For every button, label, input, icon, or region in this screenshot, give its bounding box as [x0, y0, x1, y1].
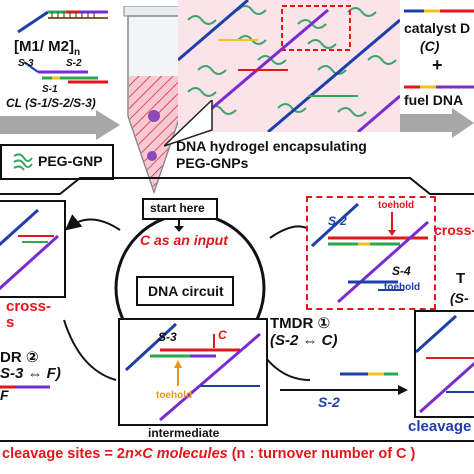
footer-equation-tail: (n : turnover number of C )	[227, 446, 416, 462]
footer-equation-red: n×C molecules	[124, 446, 228, 462]
monomers-label: [M1/ M2]n	[14, 38, 80, 58]
fuel-label: fuel DNA	[404, 92, 464, 108]
intermediate-s3-label: S-3	[158, 330, 177, 344]
catalyst-symbol: (C)	[420, 38, 440, 54]
cleavage-right-label: cleavage of	[408, 418, 474, 435]
intermediate-toehold-label: toehold	[156, 390, 193, 401]
s2-release-arrow	[280, 372, 408, 395]
dna-circuit-label: DNA circuit	[148, 283, 224, 299]
intermediate-label: intermediate	[148, 426, 220, 440]
fuel-strand-icon	[404, 85, 474, 89]
section-bracket	[0, 177, 474, 195]
right-panel-strands	[416, 314, 474, 414]
hydrogel-caption-line1: DNA hydrogel encapsulating	[176, 138, 367, 154]
s2-output-label: S-2	[318, 394, 340, 410]
start-arrow	[174, 218, 184, 232]
strand-s2-label: S-2	[66, 58, 82, 69]
strand-s1-label: S-1	[42, 84, 58, 95]
input-label: C as an input	[140, 232, 228, 248]
zoom-detail-strands	[310, 202, 429, 304]
intermediate-c-label: C	[218, 328, 227, 342]
f-output-strand	[0, 385, 50, 389]
strand-s3-label: S-3	[18, 58, 34, 69]
left-cross-label-2: s	[6, 314, 15, 331]
f-output-label: F	[0, 387, 9, 403]
intermediate-strands	[124, 322, 261, 422]
crosslinker-illustration	[23, 61, 108, 84]
zoom-s4-label: S-4	[392, 264, 411, 278]
left-state-panel	[0, 200, 66, 298]
zoom-callout	[164, 100, 213, 147]
zoom-toehold-bottom: toehold	[384, 282, 421, 293]
peg-gnp-box: PEG-GNP	[0, 144, 114, 180]
intermediate-panel: S-3 C toehold	[118, 318, 268, 426]
monomers-subscript: n	[74, 47, 81, 58]
peg-gnp-icon	[13, 153, 33, 171]
footer-equation: cleavage sites = 2n×C molecules (n : tur…	[2, 446, 415, 462]
dna-circuit-box: DNA circuit	[136, 276, 234, 306]
footer-equation-lead: cleavage sites = 2	[2, 446, 125, 462]
tmdr2-label: DR ②	[0, 349, 39, 366]
crosslinker-label: CL (S-1/S-2/S-3)	[6, 96, 96, 110]
catalyst-label: catalyst D	[404, 20, 471, 36]
start-here-label: start here	[150, 201, 205, 215]
process-arrow-right	[400, 108, 474, 138]
hydrogel-network-panel	[178, 0, 400, 132]
left-panel-strands	[0, 208, 60, 291]
monomers-text: [M1/ M2]	[14, 38, 74, 55]
plus-sign: +	[432, 55, 443, 75]
right-s-label: (S-	[450, 290, 469, 306]
zoom-cross-label: cross-	[434, 222, 474, 238]
hydrogel-tube	[123, 6, 185, 195]
right-t-label: T	[456, 270, 466, 287]
tmdr1-label: TMDR ①	[270, 315, 331, 332]
zoom-toehold-top: toehold	[378, 200, 415, 211]
zoom-detail-box: S-2 toehold S-4 toehold	[306, 196, 436, 310]
footer-rule	[0, 440, 474, 442]
peg-gnp-label: PEG-GNP	[38, 153, 103, 169]
monomer-strand-illustration	[17, 10, 108, 34]
process-arrow-left	[0, 110, 120, 140]
hydrogel-caption-line2: PEG-GNPs	[176, 155, 249, 171]
right-state-panel	[414, 310, 474, 418]
tmdr2-equation: S-3 ⇔ F)	[0, 365, 61, 382]
zoom-s2-label: S-2	[328, 214, 347, 228]
left-cross-label-1: cross-	[6, 298, 52, 315]
tmdr1-equation: (S-2 ⇔ C)	[270, 332, 338, 349]
catalyst-strand-icon	[404, 9, 474, 13]
start-here-box[interactable]: start here	[142, 198, 218, 220]
